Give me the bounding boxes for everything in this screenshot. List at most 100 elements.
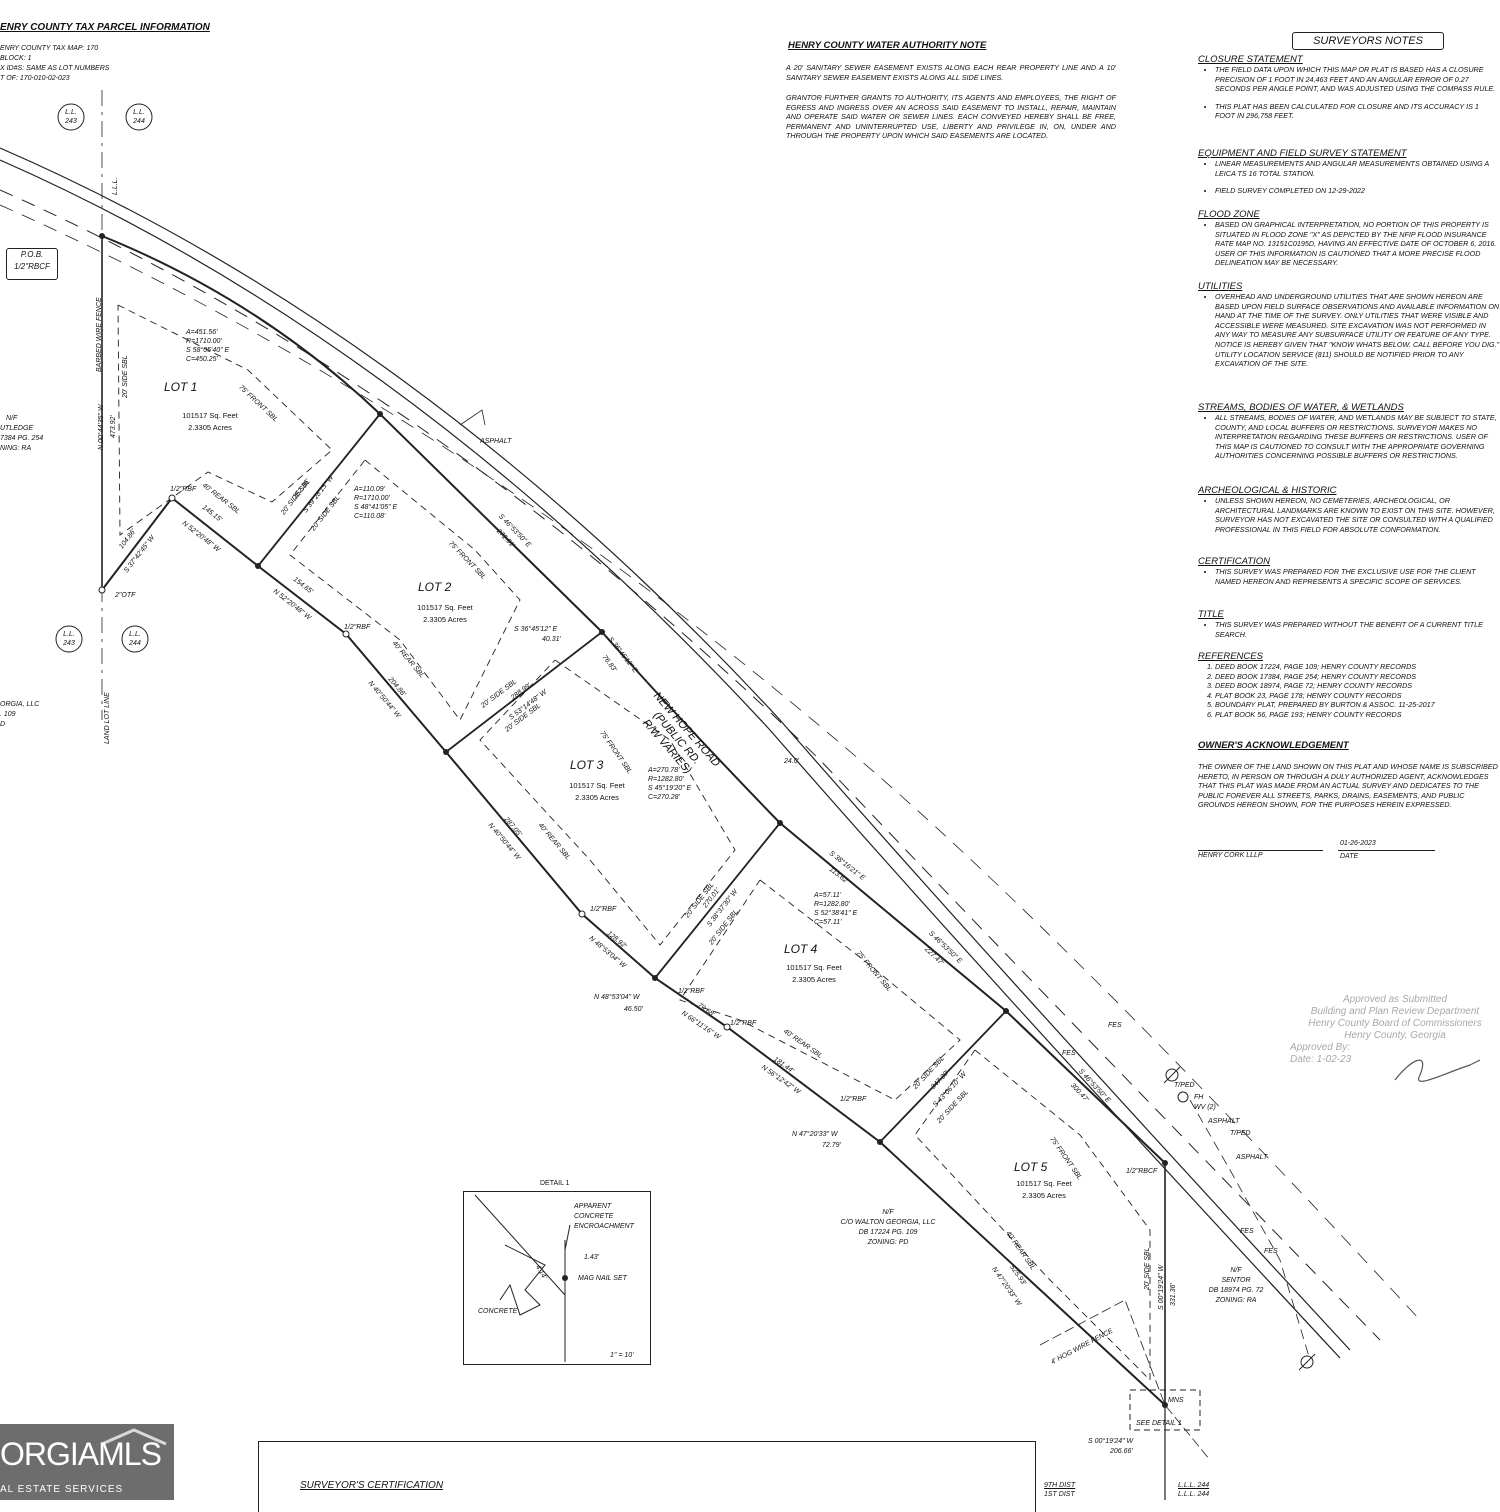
road-rw-line: [0, 204, 1421, 1321]
lot3-sqft: 101517 Sq. Feet: [569, 781, 625, 790]
utilities-title: UTILITIES: [1198, 281, 1243, 292]
tped-label-1: T/PED: [1174, 1082, 1195, 1089]
lot4-name: LOT 4: [784, 942, 818, 956]
corner-monument: [443, 749, 449, 755]
power-pole-icon: [1298, 1353, 1316, 1371]
fes-label-3: FES: [1240, 1228, 1254, 1235]
detail1-encroach-line: ENCROACHMENT: [574, 1223, 634, 1230]
reference-item: PLAT BOOK 56, PAGE 193; HENRY COUNTY REC…: [1215, 710, 1500, 720]
curve2-radius: R=1710.00': [354, 495, 390, 502]
land-lot-marker: [121, 625, 149, 653]
neighbor-east-name: SENTOR: [1221, 1277, 1251, 1284]
references-title: REFERENCES: [1198, 651, 1263, 662]
lot5-name: LOT 5: [1014, 1160, 1048, 1174]
rebar-found: [98, 586, 106, 594]
lot5-sqft: 101517 Sq. Feet: [1016, 1179, 1072, 1188]
ll-243-top: L.L. 243: [65, 109, 77, 125]
rebar-found: [168, 494, 176, 502]
west-line-distance: 473.92': [110, 415, 117, 438]
curve3-arc: A=270.78': [648, 767, 680, 774]
lot1-info: 101517 Sq. Feet 2.3305 Acres: [170, 410, 250, 434]
flood-section: FLOOD ZONE BASED ON GRAPHICAL INTERPRETA…: [1198, 209, 1500, 276]
archeological-item: UNLESS SHOWN HEREON, NO CEMETERIES, ARCH…: [1215, 496, 1500, 534]
south-distance: 206.66': [1110, 1448, 1133, 1455]
curve1-bearing: S 58°05'40" E: [186, 347, 230, 354]
detail1-encroach-line: CONCRETE: [574, 1213, 614, 1220]
dist-9th: 9TH DIST: [1044, 1482, 1076, 1489]
equipment-section: EQUIPMENT AND FIELD SURVEY STATEMENT LIN…: [1198, 148, 1500, 204]
lot1-acres: 2.3305 Acres: [188, 423, 232, 432]
flood-item: BASED ON GRAPHICAL INTERPRETATION, NO PO…: [1215, 220, 1500, 268]
detail1-concrete: CONCRETE: [478, 1308, 518, 1315]
signature: [1394, 1059, 1481, 1082]
approval-stamp: Approved as Submitted Building and Plan …: [1290, 994, 1500, 1066]
lll-label: L.L.L.: [112, 177, 119, 195]
equipment-title: EQUIPMENT AND FIELD SURVEY STATEMENT: [1198, 148, 1407, 159]
neighbor-west2-name: ORGIA, LLC: [0, 701, 40, 708]
neighbor-south-nf: N/F: [882, 1209, 894, 1216]
mns-label: MNS: [1168, 1397, 1184, 1404]
n4853-bearing: N 48°53'04" W: [594, 994, 640, 1001]
stamp-line: Building and Plan Review Department: [1310, 1006, 1480, 1017]
neighbor-west: N/F UTLEDGE 7384 PG. 254 NING: RA: [0, 414, 43, 454]
corner-monument: [1162, 1402, 1168, 1408]
lot4-sqft: 101517 Sq. Feet: [786, 963, 842, 972]
stamp-line: Henry County, Georgia: [1344, 1030, 1446, 1041]
streams-section: STREAMS, BODIES OF WATER, & WETLANDS ALL…: [1198, 402, 1500, 469]
curve2-data: A=110.09' R=1710.00' S 48°41'05" E C=110…: [354, 485, 397, 521]
title-title: TITLE: [1198, 609, 1224, 620]
utilities-item: OVERHEAD AND UNDERGROUND UTILITIES THAT …: [1215, 292, 1500, 369]
signature-line: [1198, 850, 1323, 851]
neighbor-south-deed: DB 17224 PG. 109: [858, 1229, 918, 1236]
side-sbl-west: 20' SIDE SBL: [122, 355, 129, 398]
fes-label-2: FES: [1108, 1022, 1122, 1029]
lot2-sqft: 101517 Sq. Feet: [417, 603, 473, 612]
road-edge-line: [0, 147, 1351, 1351]
land-lot-marker: [125, 103, 153, 131]
rear-property-line: [101, 496, 1166, 1406]
s3645-distance: 40.31': [542, 636, 561, 643]
ll-244-top: L.L. 244: [133, 109, 145, 125]
flood-title: FLOOD ZONE: [1198, 209, 1260, 220]
rebar-found: [723, 1023, 731, 1031]
curve3-data: A=270.78' R=1282.80' S 45°19'20" E C=270…: [648, 766, 691, 802]
owners-date-value: 01-26-2023: [1340, 840, 1376, 847]
corner-monument: [777, 820, 783, 826]
owners-title: OWNER'S ACKNOWLEDGEMENT: [1198, 740, 1349, 751]
lot-line-3-4: [654, 822, 781, 979]
lot5-info: 101517 Sq. Feet 2.3305 Acres: [1004, 1178, 1084, 1202]
rbf-label-1: 1/2"RBF: [170, 486, 197, 493]
wv-label: WV (2): [1194, 1104, 1216, 1111]
neighbor-east-deed: DB 18974 PG. 72: [1208, 1287, 1264, 1294]
lot1-sqft: 101517 Sq. Feet: [182, 411, 238, 420]
pob-box: P.O.B. 1/2"RBCF: [6, 248, 58, 280]
references-section: REFERENCES DEED BOOK 17224, PAGE 109; HE…: [1198, 651, 1500, 720]
reference-item: BOUNDARY PLAT, PREPARED BY BURTON & ASSO…: [1215, 700, 1500, 710]
streams-item: ALL STREAMS, BODIES OF WATER, AND WETLAN…: [1215, 413, 1500, 461]
water-authority-p1: A 20' SANITARY SEWER EASEMENT EXISTS ALO…: [786, 63, 1116, 82]
detail1-title: DETAIL 1: [540, 1180, 570, 1187]
mag-nail-marker: [562, 1275, 568, 1281]
land-lot-marker: [57, 103, 85, 131]
neighbor-west-zoning: NING: RA: [0, 445, 32, 452]
corner-monument: [377, 411, 383, 417]
curve3-chord: C=270.28': [648, 794, 680, 801]
archeological-title: ARCHEOLOGICAL & HISTORIC: [1198, 485, 1337, 496]
curve3-bearing: S 45°19'20" E: [648, 785, 692, 792]
surveyor-certification-title: SURVEYOR'S CERTIFICATION: [300, 1480, 444, 1491]
lot5-acres: 2.3305 Acres: [1022, 1191, 1066, 1200]
surveyors-notes-title: SURVEYORS NOTES: [1292, 32, 1444, 50]
curve2-chord: C=110.08': [354, 513, 386, 520]
detail1-encroach-line: APPARENT: [574, 1203, 612, 1210]
owners-text: THE OWNER OF THE LAND SHOWN ON THIS PLAT…: [1198, 762, 1498, 810]
neighbor-west-nf: N/F: [6, 415, 18, 422]
lot4-acres: 2.3305 Acres: [792, 975, 836, 984]
pob-sub: 1/2"RBCF: [14, 262, 50, 271]
lot2-info: 101517 Sq. Feet 2.3305 Acres: [405, 602, 485, 626]
corner-monument: [877, 1139, 883, 1145]
see-detail-label: SEE DETAIL 1: [1136, 1420, 1182, 1427]
reference-item: PLAT BOOK 23, PAGE 178; HENRY COUNTY REC…: [1215, 691, 1500, 701]
lll-244-b: L.L.L. 244: [1178, 1491, 1210, 1498]
neighbor-west2-deed: . 109: [0, 711, 16, 718]
rbf-label-6: 1/2"RBF: [840, 1096, 867, 1103]
